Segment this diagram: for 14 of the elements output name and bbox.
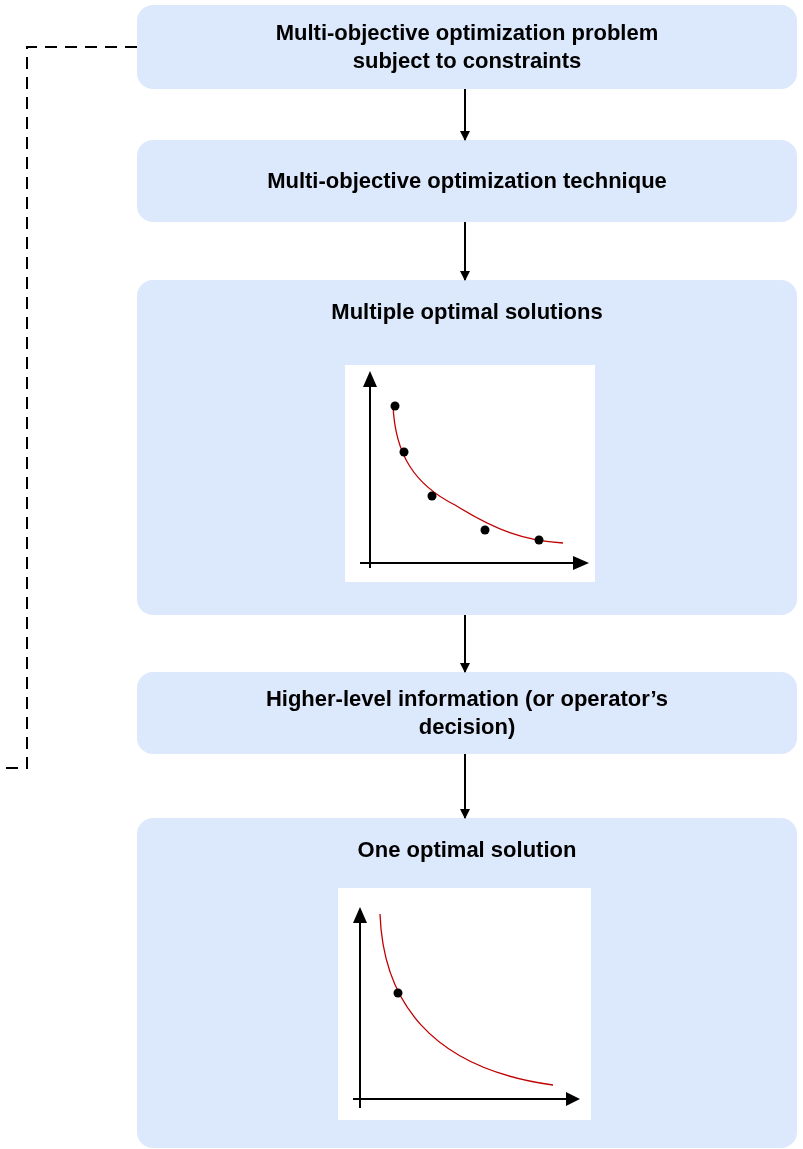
- process-box: [137, 280, 797, 615]
- box-title: Multi-objective optimization technique: [267, 167, 667, 195]
- process-box: [137, 5, 797, 89]
- arrow: [460, 614, 470, 673]
- box-title: Higher-level information (or operator’s decision): [264, 685, 670, 741]
- box-title: One optimal solution: [357, 836, 577, 864]
- process-box: [137, 140, 797, 222]
- box-title: Multiple optimal solutions: [331, 298, 603, 326]
- process-box: [137, 818, 797, 1148]
- process-box: [137, 672, 797, 754]
- arrow: [460, 88, 470, 141]
- arrow: [460, 221, 470, 281]
- box-title: Multi-objective optimization problem subject to constraints: [274, 19, 660, 75]
- arrow: [460, 753, 470, 819]
